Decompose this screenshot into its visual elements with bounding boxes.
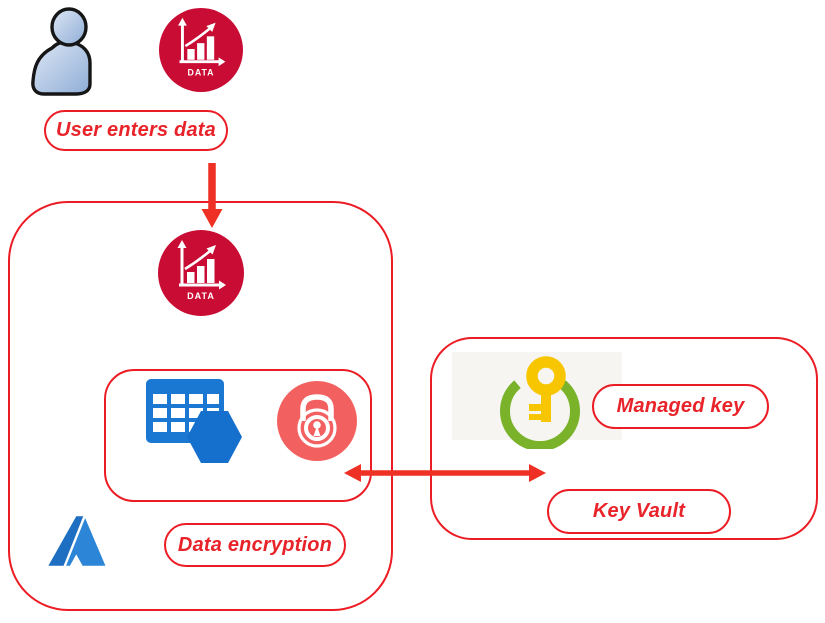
managed-key-label: Managed key <box>592 384 769 429</box>
data-encryption-label: Data encryption <box>164 523 346 567</box>
data-badge-label: DATA <box>187 291 215 301</box>
azure-environment-box: DATA <box>8 201 393 611</box>
encryption-lock-icon <box>277 381 357 461</box>
azure-logo-icon <box>48 516 106 566</box>
encrypted-data-box <box>104 369 372 502</box>
data-chart-icon: DATA <box>159 8 243 92</box>
user-person-icon <box>31 7 92 96</box>
key-vault-box: Managed key Key Vault <box>430 337 818 540</box>
data-chart-icon: DATA <box>158 230 244 316</box>
user-enters-data-label: User enters data <box>44 110 228 151</box>
key-vault-key-icon <box>452 352 622 449</box>
key-vault-label: Key Vault <box>547 489 731 534</box>
table-storage-icon <box>146 379 242 463</box>
data-badge-label: DATA <box>188 67 215 77</box>
